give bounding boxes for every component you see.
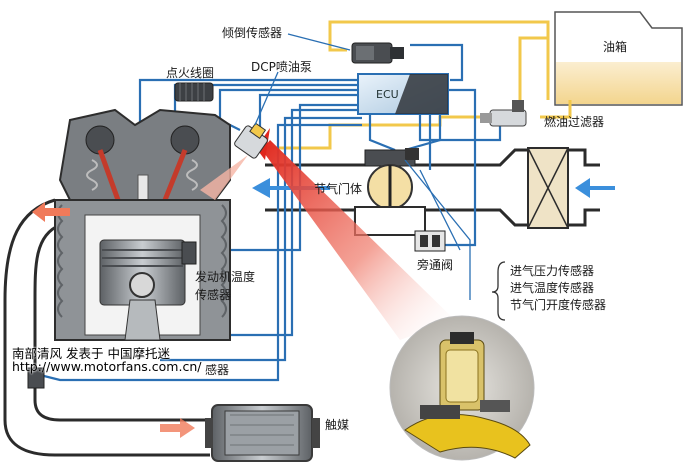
label-engine-temp-sensor-line1: 发动机温度 (195, 270, 256, 284)
engine (54, 108, 231, 341)
air-filter (527, 147, 569, 229)
bypass-valve (414, 230, 446, 252)
label-engine-temp-sensor-line2: 传感器 (195, 288, 232, 302)
label-dcp-pump: DCP喷油泵 (251, 60, 312, 74)
pointer-lines (254, 33, 471, 300)
ecu-unit (357, 73, 449, 115)
ignition-coil (174, 82, 214, 102)
sensor-bracket (491, 261, 506, 321)
label-intake-pressure-sensor: 进气压力传感器 (510, 264, 595, 278)
label-intake-temp-sensor: 进气温度传感器 (510, 281, 595, 295)
tilt-sensor (351, 42, 404, 64)
label-fuel-tank: 油箱 (603, 40, 628, 54)
highlight-beam (262, 140, 455, 340)
label-throttle-body: 节气门体 (314, 182, 363, 196)
fuel-spray (200, 155, 248, 200)
label-throttle-position-sensor: 节气门开度传感器 (510, 298, 607, 312)
fuel-tank (554, 11, 683, 106)
throttle-body (354, 148, 426, 236)
watermark-url: http://www.motorfans.com.cn/ (12, 359, 202, 374)
label-bypass-valve: 旁通阀 (417, 258, 454, 272)
exhaust-pipe (3, 198, 210, 457)
fuel-filter (480, 100, 527, 127)
label-catalyst: 触媒 (325, 418, 350, 432)
watermark-author: 南部清风 发表于 中国摩托迷 (12, 346, 170, 361)
label-ecu: ECU (376, 88, 399, 101)
catalyst-unit (205, 404, 320, 462)
label-fuel-filter: 燃油过滤器 (544, 115, 605, 129)
oxygen-sensor (27, 367, 45, 389)
label-oxygen-sensor: 感器 (205, 363, 230, 377)
dcp-photo-inset (389, 315, 535, 461)
exhaust-flow-arrows (32, 202, 195, 438)
dcp-injector (234, 122, 268, 159)
label-tilt-sensor: 倾倒传感器 (222, 26, 283, 40)
label-ignition-coil: 点火线圈 (166, 66, 215, 80)
